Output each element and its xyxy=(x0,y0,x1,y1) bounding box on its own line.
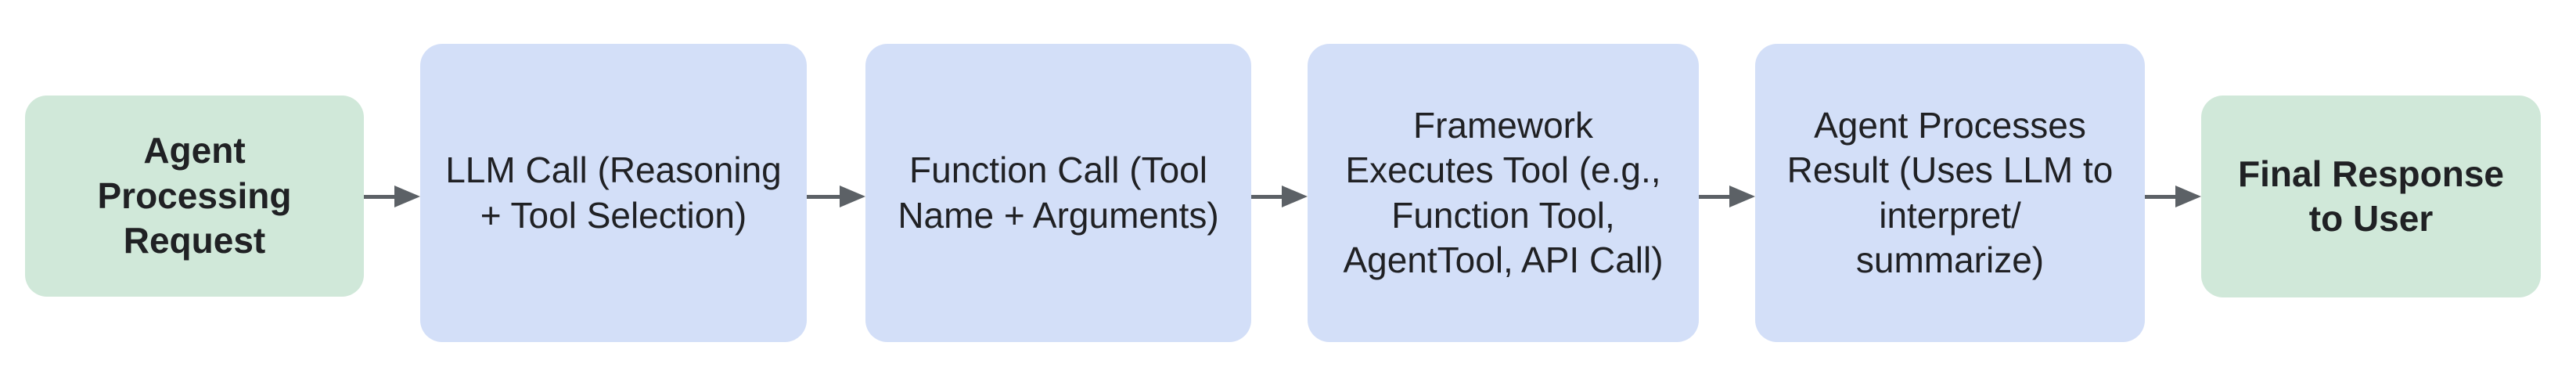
arrow-shaft xyxy=(2145,194,2175,199)
arrowhead-icon xyxy=(1729,186,1755,207)
node-label: Final Response to User xyxy=(2238,153,2504,240)
node-function-call: Function Call (Tool Name + Arguments) xyxy=(865,44,1251,342)
node-framework-executes-tool: Framework Executes Tool (e.g., Function … xyxy=(1308,44,1699,342)
node-agent-processing-request: Agent Processing Request xyxy=(25,96,364,297)
flow-arrow-1 xyxy=(364,186,420,207)
arrowhead-icon xyxy=(1282,186,1308,207)
arrowhead-icon xyxy=(2175,186,2201,207)
node-agent-processes-result: Agent Processes Result (Uses LLM to inte… xyxy=(1755,44,2145,342)
node-label: Agent Processing Request xyxy=(97,130,292,261)
node-label: Agent Processes Result (Uses LLM to inte… xyxy=(1786,104,2114,281)
node-label: LLM Call (Reasoning + Tool Selection) xyxy=(445,150,782,236)
node-label: Framework Executes Tool (e.g., Function … xyxy=(1343,104,1664,281)
flow-arrow-3 xyxy=(1251,186,1308,207)
node-label: Function Call (Tool Name + Arguments) xyxy=(898,150,1219,236)
flow-arrow-4 xyxy=(1699,186,1755,207)
arrowhead-icon xyxy=(840,186,865,207)
node-llm-call: LLM Call (Reasoning + Tool Selection) xyxy=(420,44,807,342)
arrowhead-icon xyxy=(394,186,420,207)
flow-arrow-2 xyxy=(807,186,865,207)
arrow-shaft xyxy=(364,194,394,199)
arrow-shaft xyxy=(807,194,840,199)
node-final-response-to-user: Final Response to User xyxy=(2201,96,2541,297)
arrow-shaft xyxy=(1251,194,1282,199)
arrow-shaft xyxy=(1699,194,1729,199)
flow-arrow-5 xyxy=(2145,186,2201,207)
